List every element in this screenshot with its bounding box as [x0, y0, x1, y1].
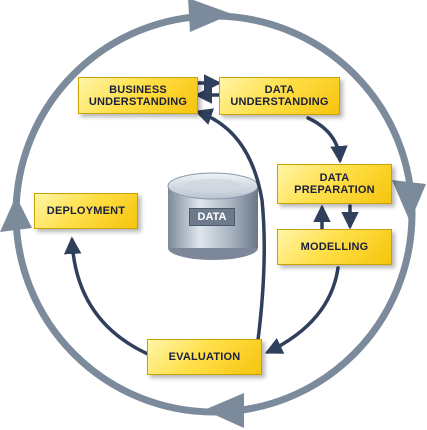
arrow-data-understanding-to-preparation: [306, 116, 348, 164]
deployment-box: DEPLOYMENT: [34, 193, 138, 229]
modelling-box: MODELLING: [277, 229, 392, 265]
data-understanding-box: DATA UNDERSTANDING: [219, 77, 340, 115]
data-preparation-box: DATA PREPARATION: [277, 164, 392, 204]
database-cylinder: [167, 172, 259, 260]
ring-arrowhead-right: [392, 180, 426, 222]
evaluation-box: EVALUATION: [147, 339, 262, 375]
arrow-evaluation-to-business: [194, 108, 266, 342]
ring-arrowhead-top: [188, 0, 232, 32]
business-understanding-box: BUSINESS UNDERSTANDING: [78, 77, 198, 114]
ring-arrowhead-left: [0, 196, 32, 232]
data-store-label: DATA: [189, 208, 235, 226]
arrow-evaluation-to-deployment: [63, 236, 152, 357]
arrow-modelling-to-evaluation: [264, 266, 340, 354]
ring-arrowhead-bottom: [204, 393, 244, 428]
